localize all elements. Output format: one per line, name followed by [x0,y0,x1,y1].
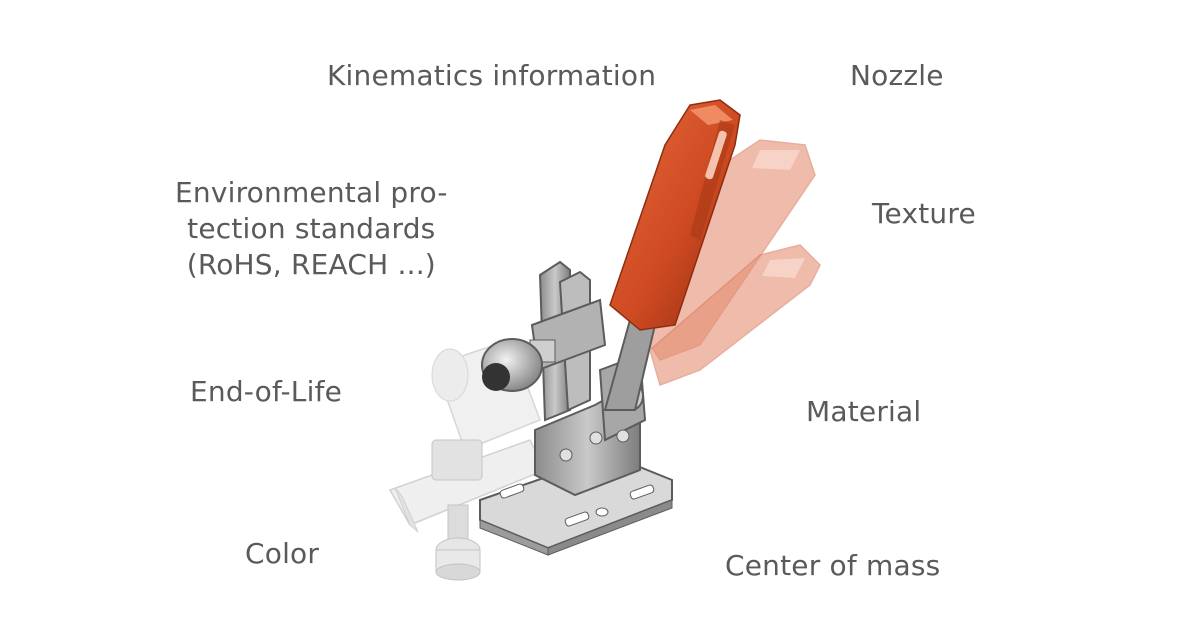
base-plate [479,453,673,556]
label-center-of-mass: Center of mass [725,549,941,582]
label-environmental-line-3: (RoHS, REACH ...) [186,248,436,281]
label-end-of-life: End-of-Life [190,375,343,408]
label-environmental-line-2: tection standards [187,212,436,245]
ghost-handle-low [649,244,821,386]
label-color: Color [245,537,320,570]
primary-handle [609,99,741,331]
label-environmental-line-1: Environmental pro- [175,176,448,209]
spindle-nut [481,338,556,392]
label-material: Material [806,395,922,428]
label-texture: Texture [872,197,976,230]
label-nozzle: Nozzle [850,59,944,92]
label-environmental-standards: Environmental pro- tection standards (Ro… [175,175,448,283]
label-kinematics-information: Kinematics information [327,59,657,92]
